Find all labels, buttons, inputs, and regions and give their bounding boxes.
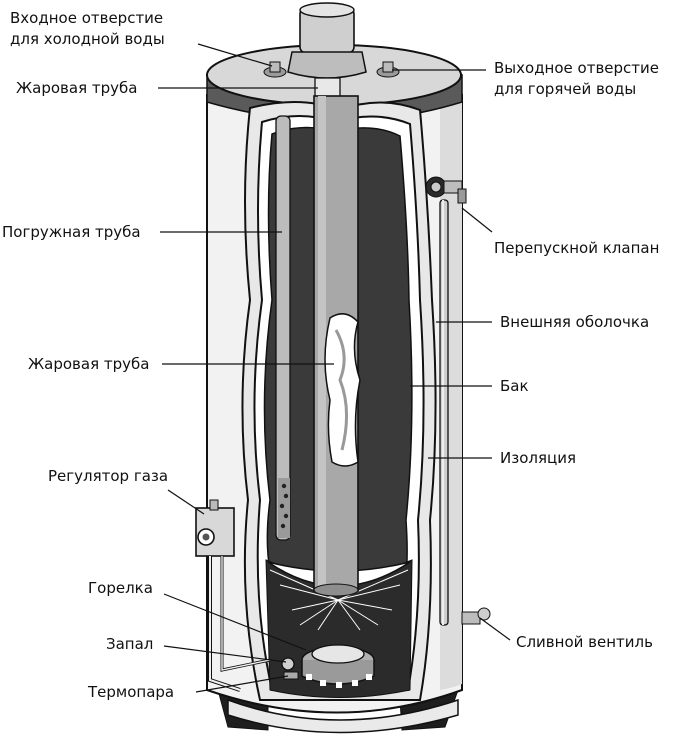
burner-unit xyxy=(281,644,375,688)
label-cold-inlet: Входное отверстие для холодной воды xyxy=(10,9,165,48)
leader-lines xyxy=(158,43,511,693)
label-flue-top: Жаровая труба xyxy=(16,79,138,97)
label-hot-outlet: Выходное отверстие для горячей воды xyxy=(494,59,660,98)
label-gas-regulator: Регулятор газа xyxy=(48,467,169,485)
label-outer-shell: Внешняя оболочка xyxy=(500,313,650,331)
label-relief-valve: Перепускной клапан xyxy=(494,239,660,257)
cold-inlet-nipple xyxy=(263,61,287,78)
label-pilot: Запал xyxy=(106,635,154,653)
label-burner: Горелка xyxy=(88,579,153,597)
pilot-light xyxy=(281,657,295,671)
label-flue-middle: Жаровая труба xyxy=(28,355,150,373)
heat-lines xyxy=(269,569,409,631)
drain-valve-unit xyxy=(461,607,491,625)
thermocouple-probe xyxy=(283,671,299,680)
leader-thermocouple xyxy=(195,675,289,693)
label-thermocouple: Термопара xyxy=(88,683,175,701)
leader-drain-valve xyxy=(479,617,511,641)
label-insulation: Изоляция xyxy=(500,449,576,467)
leader-pilot xyxy=(163,645,287,663)
leader-gas-regulator xyxy=(167,489,205,515)
leader-burner xyxy=(163,593,307,651)
leader-cold-inlet xyxy=(197,43,273,67)
relief-valve-unit xyxy=(425,176,467,626)
label-drain-valve: Сливной вентиль xyxy=(516,633,653,651)
label-dip-tube: Погружная труба xyxy=(2,223,141,241)
leader-relief-valve xyxy=(461,207,493,233)
flue-pipe xyxy=(313,95,361,597)
label-tank: Бак xyxy=(500,377,529,395)
dip-tube xyxy=(275,115,291,541)
